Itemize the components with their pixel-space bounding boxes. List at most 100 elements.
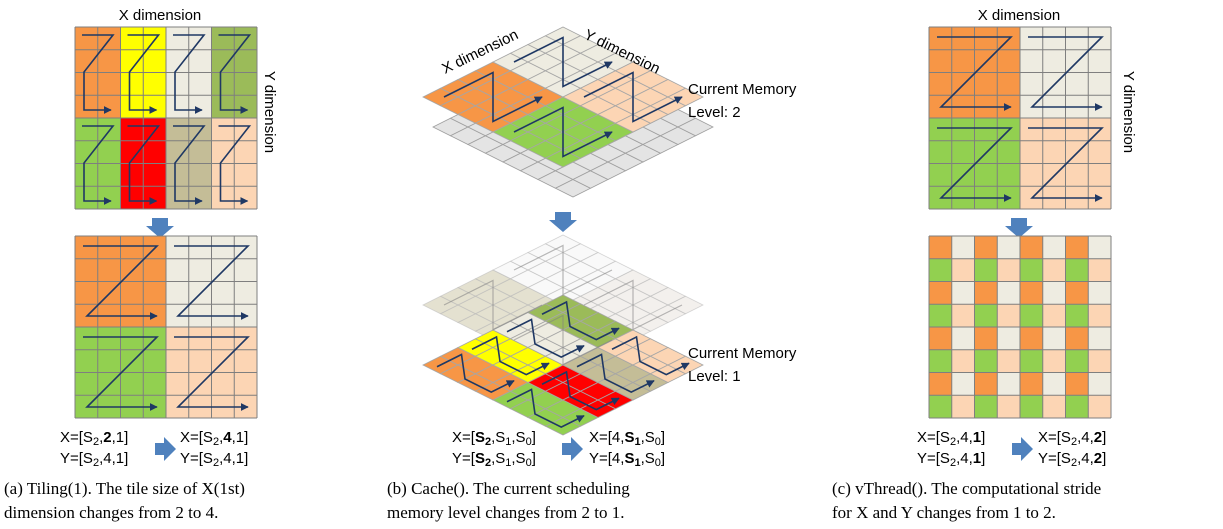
grid-cell [120,72,144,96]
traversal-path [506,318,585,359]
grid-cell [143,95,166,118]
grid-cell [1088,281,1111,305]
grid-cell [1042,372,1066,396]
grid-cell [234,349,257,373]
grid-cell [75,327,98,350]
grid-cell [1088,395,1111,418]
grid-cell [974,304,998,327]
grid-cell [1042,327,1066,350]
grid-cell [234,258,257,282]
grid-cell [1020,27,1043,50]
grid-cell [1088,236,1111,259]
grid-cell [211,27,235,50]
grid-cell [974,118,998,141]
traversal-path [513,36,613,88]
traversal-path [82,34,115,114]
grid-cell [234,95,257,118]
grid-cell [974,372,998,396]
grid-cell [97,27,121,50]
grid-cell [234,49,257,73]
grid-cell [1042,349,1066,373]
grid-cell [1020,258,1043,282]
grid-cell [120,140,144,164]
grid-cell [997,327,1020,350]
grid-cell [1065,118,1089,141]
grid-cell [166,258,189,282]
panel-c-formula-x-after: X=[S2,4,2] [1038,429,1106,448]
grid-cell [974,236,998,259]
panel-b: X dimension Y dimension Current Memory L… [387,26,797,522]
traversal-path [513,244,613,296]
grid-cell [188,140,212,164]
grid-cell [166,95,189,118]
grid-cell [929,49,952,73]
grid-cell [1020,281,1043,305]
grid-cell [188,72,212,96]
grid-cell [1065,27,1089,50]
grid-cell [997,236,1020,259]
grid-cell [997,163,1020,187]
grid-cell [667,295,704,315]
down-arrow-icon [146,218,174,238]
grid-cell [143,49,166,73]
grid-cell [75,281,98,305]
grid-cell [951,49,975,73]
traversal-path [611,335,690,376]
grid-cell [166,27,189,50]
grid-cell [929,118,952,141]
grid-cell [1065,72,1089,96]
grid-cell [951,140,975,164]
traversal-path [127,125,161,205]
grid-cell [951,118,975,141]
grid-cell [1042,395,1066,418]
grid-cell [929,395,952,418]
grid-cell [1020,372,1043,396]
grid-cell [234,27,257,50]
traversal-path [1028,36,1104,111]
panel-a-caption-line1: (a) Tiling(1). The tile size of X(1st) [4,479,245,498]
grid-cell [97,236,121,259]
traversal-path [583,279,683,331]
grid-cell [211,163,235,187]
traversal-path [82,125,115,205]
grid-cell [143,140,166,164]
grid-cell [143,27,166,50]
grid-cell [188,163,212,187]
grid-cell [974,258,998,282]
grid-cell [75,118,98,141]
grid-cell [120,163,144,187]
traversal-path [513,106,613,158]
grid-cell [1042,49,1066,73]
grid-cell [75,236,98,259]
grid-cell [211,95,235,118]
grid-cell [1042,258,1066,282]
traversal-path [443,71,543,123]
down-arrow-icon [1005,218,1033,238]
grid-cell [951,327,975,350]
panel-a-formula-x-after: X=[S2,4,1] [180,429,248,448]
grid-cell [188,327,212,350]
grid-cell [1020,395,1043,418]
grid-cell [1088,72,1111,96]
grid-cell [234,186,257,209]
grid-cell [120,27,144,50]
grid-cell [1065,281,1089,305]
grid-cell [211,327,235,350]
grid-cell [951,27,975,50]
grid-cell [997,349,1020,373]
right-arrow-icon [155,437,176,461]
grid-cell [166,163,189,187]
grid-cell [75,72,98,96]
traversal-path [218,125,252,205]
grid-cell [929,72,952,96]
grid-cell [1088,140,1111,164]
grid-cell [1020,49,1043,73]
grid-cell [166,236,189,259]
grid-cell [1042,236,1066,259]
grid-cell [97,163,121,187]
grid-cell [1042,281,1066,305]
grid-cell [1020,163,1043,187]
grid-cell [929,163,952,187]
grid-cell [188,118,212,141]
grid-cell [1020,304,1043,327]
